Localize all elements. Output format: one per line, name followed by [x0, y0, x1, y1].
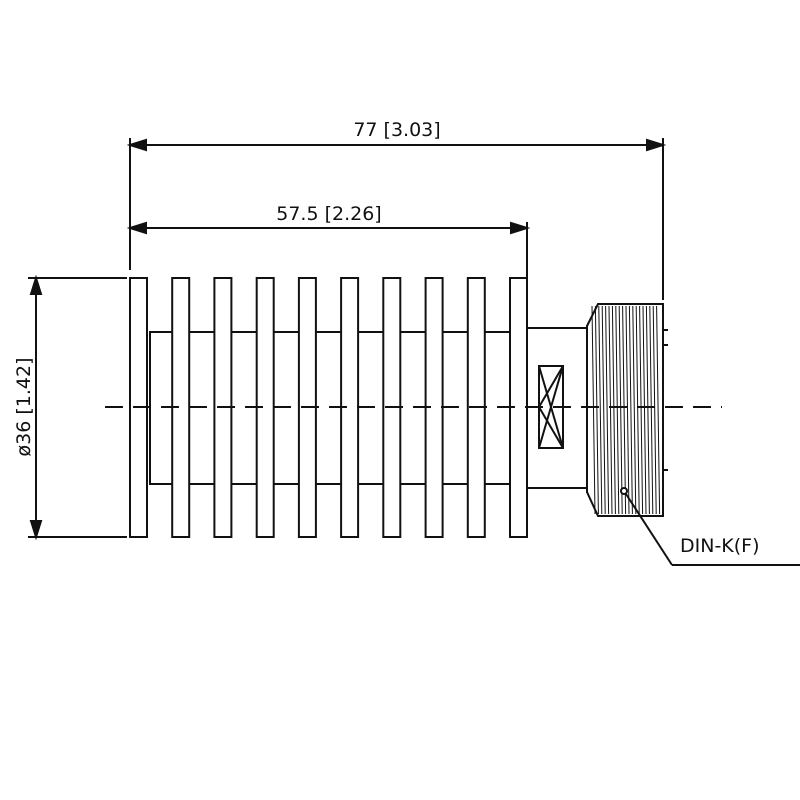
thread-line	[625, 305, 630, 515]
body-arrow-left	[126, 221, 147, 235]
thread-line	[605, 305, 610, 515]
thread-line	[642, 305, 647, 515]
body-arrow-right	[510, 221, 531, 235]
thread-line	[598, 305, 603, 515]
din-connector	[586, 303, 668, 517]
thread-line	[615, 305, 620, 515]
thread-line	[622, 305, 627, 515]
thread-line	[632, 305, 637, 515]
thread-line	[601, 305, 606, 515]
body-length-label: 57.5 [2.26]	[276, 203, 381, 225]
thread-line	[608, 305, 613, 515]
thread-line	[618, 305, 623, 515]
thread-line	[594, 305, 599, 515]
overall-length-label: 77 [3.03]	[353, 119, 440, 141]
wrench-flat-cross-b	[538, 365, 564, 449]
thread-line	[611, 305, 616, 515]
connector-threads	[591, 305, 661, 515]
diameter-dimension	[28, 274, 127, 541]
thread-line	[639, 305, 644, 515]
thread-line	[656, 305, 661, 515]
callout-leader	[625, 493, 673, 566]
diameter-arrow-bottom	[29, 520, 43, 541]
thread-line	[635, 305, 640, 515]
thread-line	[591, 305, 596, 515]
diameter-arrow-top	[29, 274, 43, 295]
body-length-dimension	[126, 221, 531, 278]
overall-arrow-right	[646, 138, 667, 152]
connector-label: DIN-K(F)	[680, 535, 760, 557]
thread-line	[628, 305, 633, 515]
overall-length-dimension	[126, 138, 667, 300]
wrench-flat-cross-c	[538, 365, 564, 408]
connector-detail-dot	[620, 487, 628, 495]
thread-line	[645, 305, 650, 515]
overall-arrow-left	[126, 138, 147, 152]
connector-callout	[625, 493, 800, 566]
diameter-label: ø36 [1.42]	[13, 358, 35, 457]
wrench-flat-cross-d	[538, 406, 564, 449]
thread-line	[652, 305, 657, 515]
thread-line	[649, 305, 654, 515]
